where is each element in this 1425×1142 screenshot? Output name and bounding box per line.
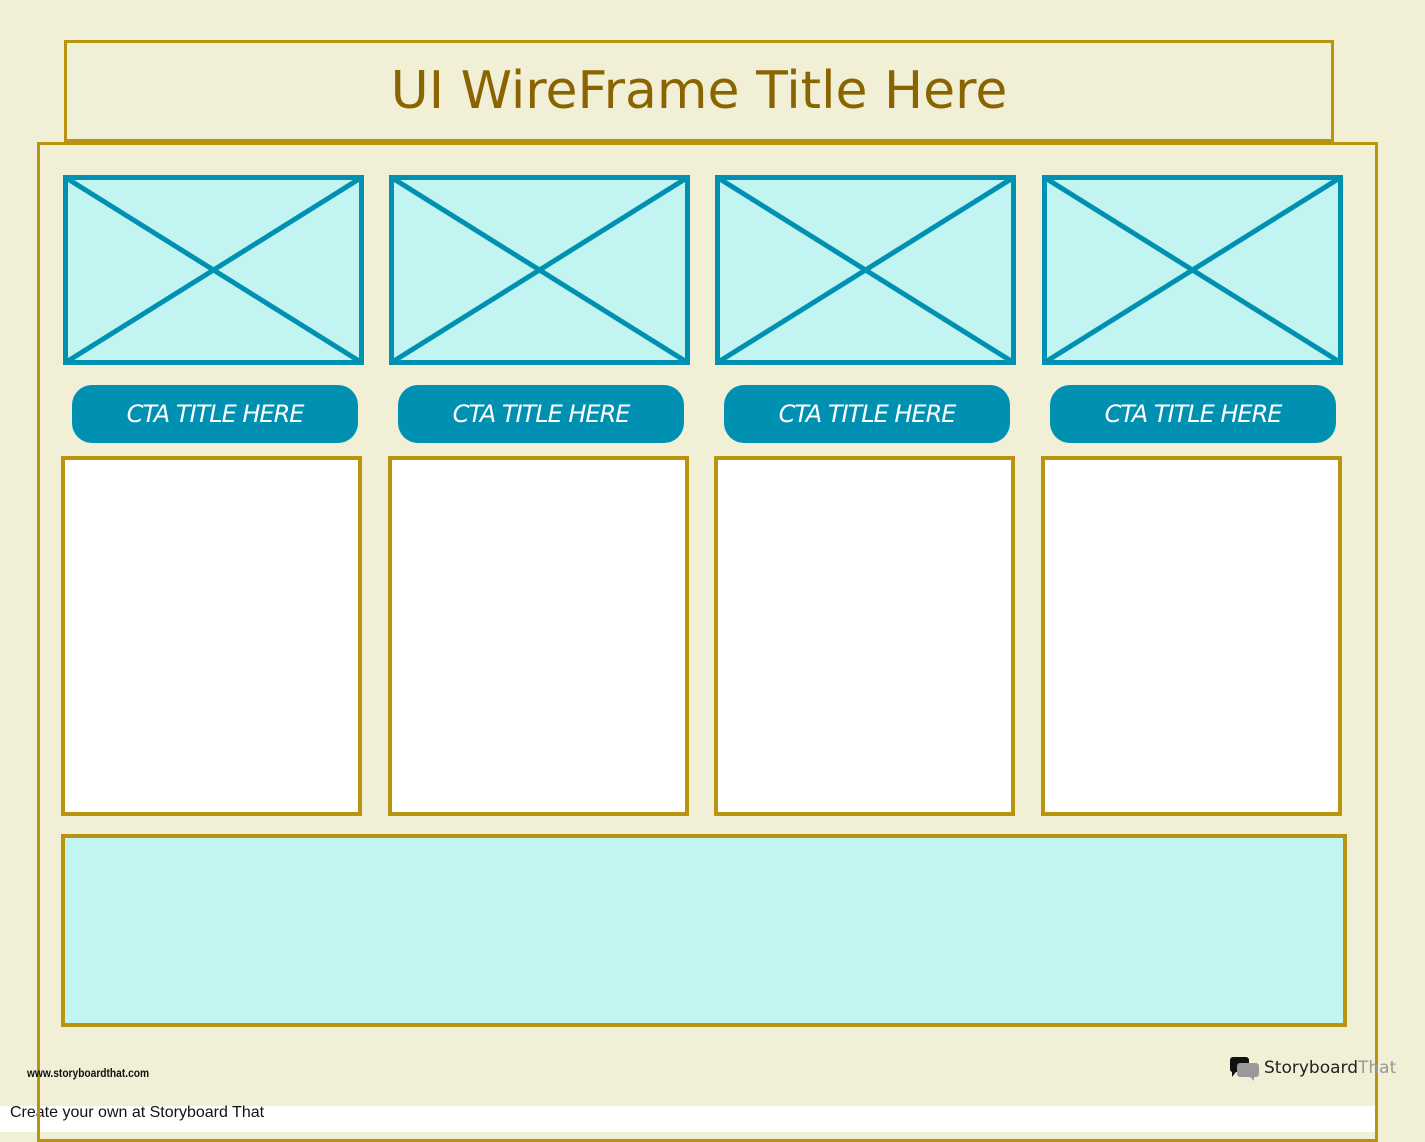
image-placeholder-icon xyxy=(389,175,690,365)
content-box-3 xyxy=(714,456,1015,816)
title-box: UI WireFrame Title Here xyxy=(64,40,1334,142)
image-placeholder-icon xyxy=(715,175,1016,365)
image-placeholder-icon xyxy=(63,175,364,365)
frame-edge xyxy=(37,1106,40,1132)
cta-button-1[interactable]: CTA TITLE HERE xyxy=(72,385,358,443)
content-box-2 xyxy=(388,456,689,816)
bottom-panel xyxy=(61,834,1347,1027)
footer-bar xyxy=(0,1106,1378,1132)
logo-accent: That xyxy=(1358,1058,1397,1078)
content-box-4 xyxy=(1041,456,1342,816)
page-title: UI WireFrame Title Here xyxy=(390,61,1008,121)
image-placeholder-icon xyxy=(1042,175,1343,365)
create-your-own-link[interactable]: Create your own at Storyboard That xyxy=(10,1104,265,1121)
content-box-1 xyxy=(61,456,362,816)
cta-button-3[interactable]: CTA TITLE HERE xyxy=(724,385,1010,443)
cta-button-4[interactable]: CTA TITLE HERE xyxy=(1050,385,1336,443)
footer-url[interactable]: www.storyboardthat.com xyxy=(27,1066,150,1080)
speech-bubbles-icon xyxy=(1229,1057,1259,1081)
frame-edge xyxy=(1375,1106,1378,1132)
cta-button-2[interactable]: CTA TITLE HERE xyxy=(398,385,684,443)
storyboardthat-logo[interactable]: StoryboardThat xyxy=(1228,1055,1396,1081)
logo-main: Storyboard xyxy=(1264,1058,1358,1078)
